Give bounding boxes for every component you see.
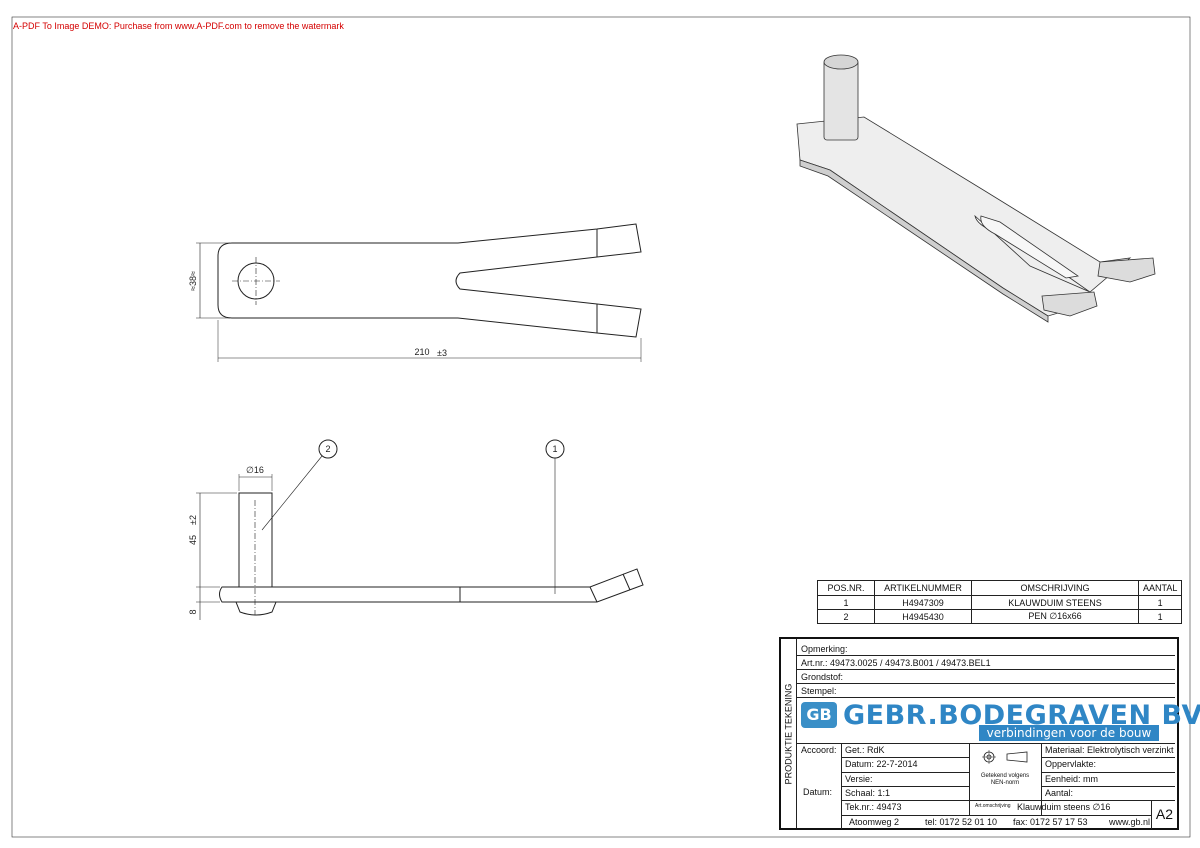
side-label: PRODUKTIE TEKENING: [781, 639, 797, 828]
dim-210-text: 210: [414, 347, 429, 357]
dim-38-text: ≈38≈: [188, 271, 198, 291]
dim-16-text: ∅16: [246, 465, 264, 475]
iso-tip-lower: [1041, 291, 1098, 317]
aantal-field: Aantal:: [1045, 788, 1074, 798]
materiaal-field: Materiaal: Elektrolytisch verzinkt: [1045, 745, 1174, 755]
cell: PEN ∅16x66: [971, 609, 1139, 624]
schaal-field: Schaal: 1:1: [845, 788, 891, 798]
iso-pin: [823, 59, 859, 141]
table-row: 2 H4945430 PEN ∅16x66 1: [817, 609, 1183, 624]
dim-8-text: 8: [188, 609, 198, 614]
versie-field: Versie:: [845, 774, 873, 784]
pin-body: [238, 492, 273, 588]
header-omschrijving: OMSCHRIJVING: [971, 580, 1139, 596]
cell: KLAUWDUIM STEENS: [971, 595, 1139, 610]
cell: H4947309: [874, 595, 972, 610]
balloon-2: [318, 439, 338, 459]
iso-tip-upper: [1097, 257, 1156, 283]
iso-view: [796, 54, 1156, 323]
cell: H4945430: [874, 609, 972, 624]
cell: 1: [817, 595, 875, 610]
accoord-label: Accoord:: [801, 745, 837, 755]
header-aantal: AANTAL: [1137, 580, 1183, 596]
eenheid-field: Eenheid: mm: [1045, 774, 1099, 784]
parts-list-table: POS.NR. ARTIKELNUMMER OMSCHRIJVING AANTA…: [817, 580, 1183, 624]
drawing-frame: [11, 16, 1191, 838]
watermark-text: A-PDF To Image DEMO: Purchase from www.A…: [13, 21, 344, 31]
company-tagline: verbindingen voor de bouw: [979, 725, 1159, 741]
header-artikelnummer: ARTIKELNUMMER: [874, 580, 972, 596]
strip-outline: [219, 568, 644, 603]
side-view: [196, 439, 644, 620]
projection-symbol-icon: [982, 750, 1028, 764]
title-block: PRODUKTIE TEKENING Opmerking: Art.nr.: 4…: [779, 637, 1200, 830]
top-view: [196, 223, 642, 362]
table-row: 1 H4947309 KLAUWDUIM STEENS 1: [817, 595, 1183, 610]
address: Atoomweg 2: [849, 817, 900, 827]
cell: 2: [817, 609, 875, 624]
cell: 1: [1137, 595, 1183, 610]
fax: fax: 0172 57 17 53: [1013, 817, 1088, 827]
balloon-2-text: 2: [325, 444, 330, 454]
parts-table-header: POS.NR. ARTIKELNUMMER OMSCHRIJVING AANTA…: [817, 580, 1183, 596]
stempel-row: Stempel:: [797, 685, 1175, 698]
iso-body: [796, 116, 1132, 317]
datum-field: Datum: 22-7-2014: [845, 759, 918, 769]
dim-210-tol: ±3: [437, 348, 447, 358]
pin-head: [235, 601, 277, 616]
dim-45-tol: ±2: [188, 515, 198, 525]
opmerking-row: Opmerking:: [797, 643, 1175, 656]
header-posnr: POS.NR.: [817, 580, 875, 596]
balloon-1-text: 1: [552, 444, 557, 454]
cell: 1: [1137, 609, 1183, 624]
grondstof-row: Grondstof:: [797, 671, 1175, 684]
top-view-outline: [217, 223, 642, 338]
company-logo: GB: [801, 702, 837, 728]
sheet-size: A2: [1155, 806, 1173, 822]
artomschrijving-field: Klauwduim steens ∅16: [1017, 802, 1111, 812]
teknr-field: Tek.nr.: 49473: [845, 802, 902, 812]
website: www.gb.nl: [1109, 817, 1151, 827]
phone: tel: 0172 52 01 10: [925, 817, 998, 827]
artomschrijving-label: Art.omschrijving: [975, 803, 1011, 809]
oppervlakte-field: Oppervlakte:: [1045, 759, 1097, 769]
artnr-row: Art.nr.: 49473.0025 / 49473.B001 / 49473…: [797, 657, 1175, 670]
dim-45-text: 45: [188, 535, 198, 545]
norm-note: Getekend volgens NEN-norm: [980, 773, 1030, 786]
get-field: Get.: RdK: [845, 745, 885, 755]
datum-label: Datum:: [803, 787, 833, 797]
